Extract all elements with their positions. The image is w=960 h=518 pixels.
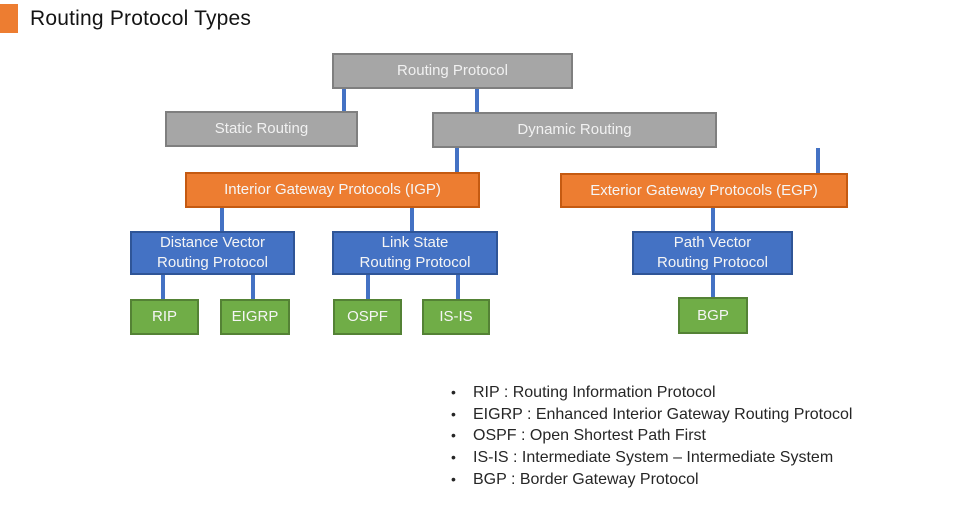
connector-link-state-isis — [456, 275, 460, 301]
node-routing-protocol: Routing Protocol — [332, 53, 573, 89]
legend-item-isis: IS-IS : Intermediate System – Intermedia… — [447, 447, 852, 469]
connector-path-vector-bgp — [711, 275, 715, 299]
connector-distance-vector-eigrp — [251, 275, 255, 301]
node-eigrp: EIGRP — [220, 299, 290, 335]
node-ospf: OSPF — [333, 299, 402, 335]
connector-root-static — [342, 89, 346, 113]
connector-dynamic-igp — [455, 148, 459, 174]
connector-egp-path-vector — [711, 208, 715, 233]
node-static-routing: Static Routing — [165, 111, 358, 147]
legend-item-rip: RIP : Routing Information Protocol — [447, 382, 852, 404]
connector-igp-distance-vector — [220, 208, 224, 233]
legend-item-bgp: BGP : Border Gateway Protocol — [447, 469, 852, 491]
connector-dynamic-egp — [816, 148, 820, 175]
node-igp: Interior Gateway Protocols (IGP) — [185, 172, 480, 208]
legend-item-ospf: OSPF : Open Shortest Path First — [447, 425, 852, 447]
node-rip: RIP — [130, 299, 199, 335]
node-dynamic-routing: Dynamic Routing — [432, 112, 717, 148]
node-path-vector: Path Vector Routing Protocol — [632, 231, 793, 275]
page-title: Routing Protocol Types — [30, 7, 252, 30]
connector-distance-vector-rip — [161, 275, 165, 301]
connector-link-state-ospf — [366, 275, 370, 301]
node-egp: Exterior Gateway Protocols (EGP) — [560, 173, 848, 208]
acronym-legend: RIP : Routing Information Protocol EIGRP… — [447, 382, 852, 491]
node-bgp: BGP — [678, 297, 748, 334]
connector-igp-link-state — [410, 208, 414, 233]
node-isis: IS-IS — [422, 299, 490, 335]
node-link-state: Link State Routing Protocol — [332, 231, 498, 275]
node-distance-vector: Distance Vector Routing Protocol — [130, 231, 295, 275]
title-accent-bar — [0, 4, 18, 33]
legend-item-eigrp: EIGRP : Enhanced Interior Gateway Routin… — [447, 404, 852, 426]
connector-root-dynamic — [475, 89, 479, 114]
